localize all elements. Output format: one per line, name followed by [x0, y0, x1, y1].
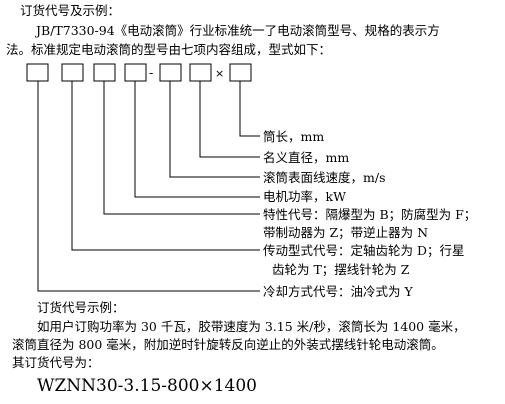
example-line-2: 滚筒直径为 800 毫米，附加逆时针旋转反向逆止的外装式摆线针轮电动滚筒。: [12, 337, 444, 352]
label-drive-1: 传动型式代号：定轴齿轮为 D；行星: [263, 243, 465, 258]
example-heading: 订货代号示例：: [37, 300, 125, 315]
leader-line-power: [134, 81, 260, 198]
label-speed: 滚筒表面线速度，m/s: [263, 170, 386, 185]
code-box-6: [189, 63, 212, 82]
label-feature-1: 特性代号：隔爆型为 B；防腐型为 F；: [263, 207, 477, 222]
intro-line-2: 法。标准规定电动滚筒的型号由七项内容组成，型式如下：: [6, 42, 332, 57]
leader-line-diameter: [199, 81, 260, 158]
leader-line-cooling: [37, 81, 260, 292]
leader-line-feature: [103, 81, 260, 215]
dash-separator: -: [149, 66, 153, 80]
times-separator: ×: [215, 67, 224, 80]
example-line-3: 其订货代号为：: [12, 355, 100, 370]
label-cooling: 冷却方式代号：油冷式为 Y: [263, 284, 413, 299]
label-drive-2: 齿轮为 T；摆线针轮为 Z: [272, 262, 410, 277]
code-box-2: [61, 63, 84, 82]
intro-line-1: JB/T7330-94《电动滚筒》行业标准统一了电动滚筒型号、规格的表示方: [36, 23, 440, 38]
leader-line-length: [239, 81, 260, 137]
label-diameter: 名义直径，mm: [263, 150, 350, 165]
section-title: 订货代号及示例：: [20, 3, 121, 18]
leader-line-speed: [169, 81, 260, 178]
example-line-1: 如用户订购功率为 30 千瓦，胶带速度为 3.15 米/秒，滚筒长为 1400 …: [37, 319, 466, 334]
code-box-7: [229, 63, 252, 82]
label-power: 电机功率，kW: [263, 189, 346, 204]
order-code: WZNN30-3.15-800×1400: [37, 376, 257, 396]
code-box-5: [159, 63, 182, 82]
label-length: 筒长，mm: [263, 129, 325, 144]
code-box-4: [124, 63, 147, 82]
code-box-3: [93, 63, 116, 82]
leader-line-drive: [71, 81, 260, 251]
label-feature-2: 带制动器为 Z；带逆止器为 N: [263, 225, 429, 240]
code-box-1: [26, 63, 49, 82]
